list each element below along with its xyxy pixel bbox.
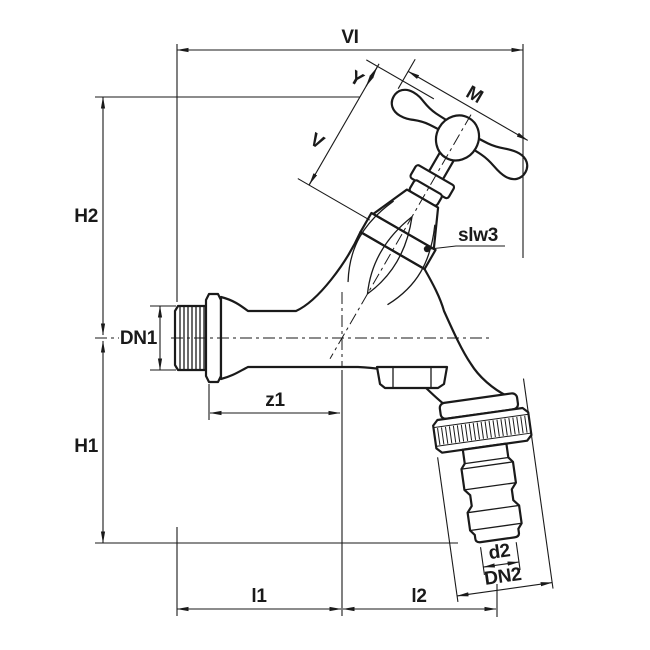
dim-vi-label: VI bbox=[341, 27, 358, 48]
spindle-stem bbox=[426, 150, 456, 183]
hose-nozzle bbox=[460, 442, 523, 544]
dim-l1: l1 bbox=[176, 586, 342, 612]
hose-union-assembly: d2 DN2 bbox=[432, 378, 554, 602]
tap-body bbox=[173, 230, 511, 407]
dim-y-label: Y bbox=[346, 67, 368, 92]
dim-h1-label: H1 bbox=[74, 436, 98, 457]
centerlines bbox=[95, 292, 490, 368]
wrench-flats-band bbox=[359, 211, 437, 271]
dim-d2-label: d2 bbox=[487, 540, 511, 564]
dim-slw3: slw3 bbox=[423, 225, 505, 253]
dim-l1-label: l1 bbox=[251, 586, 267, 607]
dim-dn2: DN2 bbox=[437, 378, 554, 602]
dim-z1-label: z1 bbox=[265, 390, 285, 411]
dim-z1: z1 bbox=[208, 384, 341, 420]
spout-hex-boss bbox=[375, 365, 449, 390]
dim-dn1-label: DN1 bbox=[120, 328, 158, 349]
dim-dn1: DN1 bbox=[120, 305, 176, 371]
slw3-leader-dot bbox=[423, 245, 431, 253]
bonnet-axis-centerline bbox=[329, 114, 472, 360]
dim-vi: VI bbox=[176, 27, 524, 302]
dim-d2: d2 bbox=[480, 540, 521, 576]
bonnet-handle-assembly: M Y V bbox=[297, 58, 529, 360]
dim-h1: H1 bbox=[74, 340, 106, 544]
dim-h2-label: H2 bbox=[74, 206, 98, 227]
dim-l2-label: l2 bbox=[411, 586, 426, 607]
knurling bbox=[437, 415, 528, 445]
dim-h2: H2 bbox=[74, 96, 106, 336]
dim-v-label: V bbox=[306, 129, 328, 154]
dim-l2: l2 bbox=[342, 586, 497, 612]
body-spout bbox=[219, 230, 511, 407]
dim-slw3-label: slw3 bbox=[458, 225, 498, 246]
dim-dn2-label: DN2 bbox=[483, 564, 523, 590]
body-petal-arcs bbox=[347, 200, 436, 306]
